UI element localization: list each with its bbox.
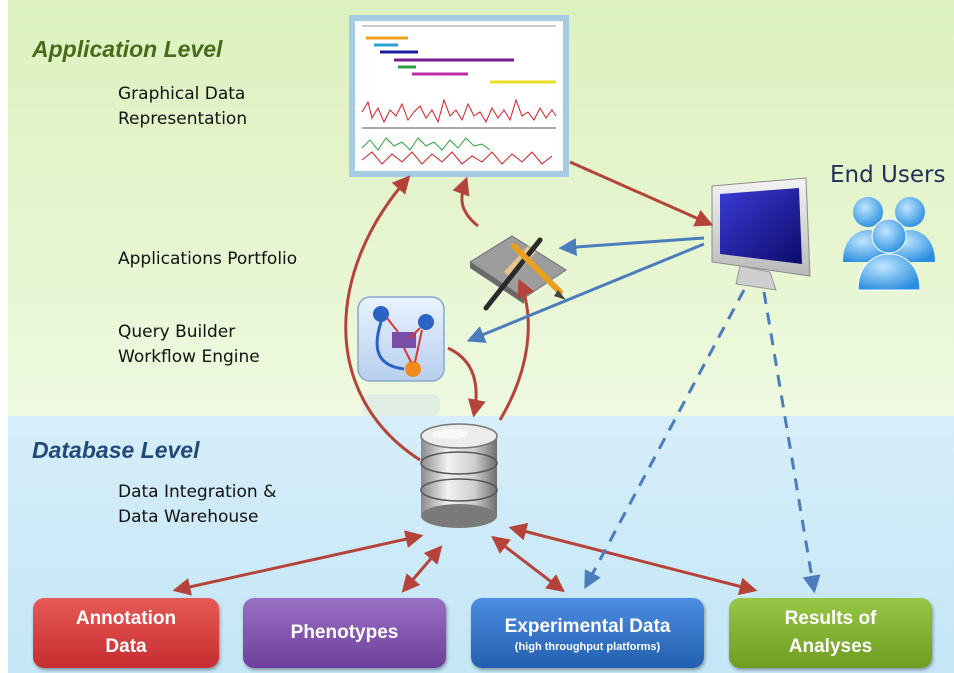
data-integration-label: Data Integration & Data Warehouse [118,480,276,530]
applications-portfolio-label: Applications Portfolio [118,249,298,269]
arrow-db-phenotypes [401,545,443,593]
phenotypes-label: Phenotypes [290,622,399,643]
arrow-monitor-to-results [762,291,821,594]
results-line2: Analyses [788,636,873,657]
arrow-monitor-to-workflow [466,242,705,343]
data-integration-label-line2: Data Warehouse [118,507,259,527]
arrow-chart-to-monitor [569,160,714,227]
database-level-title: Database Level [32,437,200,463]
workflow-icon [357,296,445,416]
query-builder-label-line2: Workflow Engine [118,347,260,367]
experimental-data-sublabel: (high throughput platforms) [514,640,661,653]
monitor-icon [711,177,811,291]
chart-thumbnail-icon [349,15,569,177]
arrow-workflow-to-db [447,346,486,418]
end-users-label: End Users [830,162,946,188]
arrow-db-results [508,522,758,596]
tools-icon [469,235,567,311]
graphical-data-label: Graphical Data Representation [118,82,247,132]
database-icon [420,423,498,528]
phenotypes-box: Phenotypes [243,598,446,668]
graphical-data-label-line1: Graphical Data [118,84,246,104]
arrow-db-to-chart [344,175,421,462]
results-of-analyses-box: Results of Analyses [729,598,932,668]
annotation-data-line1: Annotation [75,608,177,629]
experimental-data-box: Experimental Data (high throughput platf… [471,598,704,668]
arrow-tools-to-chart [452,176,479,228]
application-level-title: Application Level [32,36,223,62]
arrow-db-annotation [172,530,424,596]
query-builder-label-line1: Query Builder [118,322,236,342]
arrow-db-experimental [491,535,565,593]
arrow-monitor-to-experimental [584,289,746,590]
experimental-data-label: Experimental Data [504,615,671,637]
data-integration-label-line1: Data Integration & [118,482,277,502]
query-builder-label: Query Builder Workflow Engine [118,320,260,370]
users-icon [843,197,935,291]
annotation-data-line2: Data [105,636,147,657]
arrow-monitor-to-tools [558,236,705,256]
results-line1: Results of [784,608,877,629]
annotation-data-box: Annotation Data [33,598,219,668]
arrow-db-to-tools [498,278,535,421]
graphical-data-label-line2: Representation [118,109,248,129]
